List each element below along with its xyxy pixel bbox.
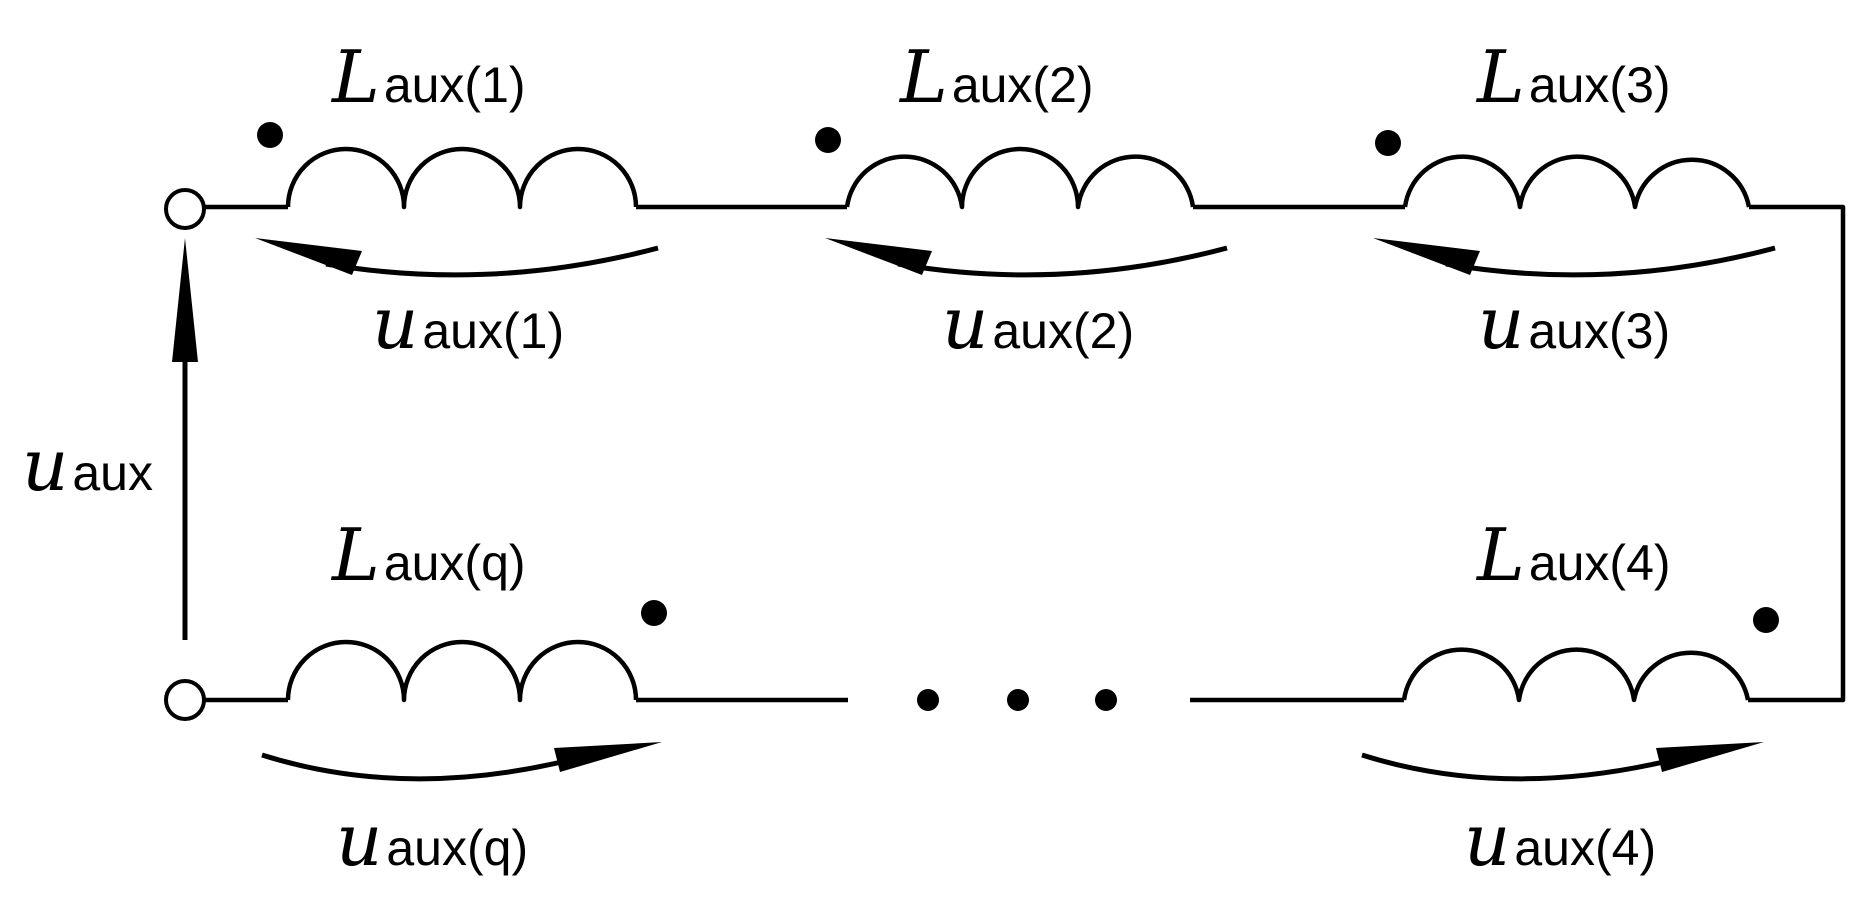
polarity-dot-3 (1375, 130, 1401, 156)
inductor-label-4: Laux(4) (1475, 513, 1671, 597)
inductor-coil-4 (1401, 647, 1751, 703)
polarity-dot-q (641, 600, 667, 626)
polarity-dot-2 (815, 127, 841, 153)
voltage-label-2: uaux(2) (942, 281, 1134, 365)
voltage-arrow-head-1 (255, 238, 362, 275)
voltage-arrow-4 (1361, 752, 1673, 782)
voltage-arrow-1 (325, 245, 659, 278)
total-voltage-label: uaux (22, 423, 153, 507)
voltage-arrow-head-2 (825, 238, 932, 275)
voltage-label-q: uaux(q) (336, 798, 528, 882)
voltage-arrow-3 (1445, 245, 1776, 278)
terminal-top (164, 188, 206, 230)
ellipsis-dot (1007, 689, 1029, 711)
inductor-coil-2 (844, 146, 1196, 210)
polarity-dot-1 (257, 122, 283, 148)
voltage-label-1: uaux(1) (372, 281, 564, 365)
total-voltage-arrow-head (172, 238, 198, 362)
voltage-label-4: uaux(4) (1464, 798, 1656, 882)
right-return-wire (1748, 204, 1846, 703)
wires (205, 204, 1846, 703)
inductor-label-3: Laux(3) (1475, 35, 1671, 119)
voltage-arrow-2 (897, 245, 1228, 278)
voltage-label-3: uaux(3) (1478, 281, 1670, 365)
inductor-coil-3 (1402, 154, 1752, 210)
polarity-dot-4 (1753, 607, 1779, 633)
inductor-coil-q (285, 639, 639, 703)
inductor-label-1: Laux(1) (330, 35, 526, 119)
voltage-arrow-head-q (554, 742, 662, 772)
inductor-label-2: Laux(2) (898, 35, 1094, 119)
ellipsis-dot (917, 689, 939, 711)
voltage-arrow-q (261, 752, 571, 782)
ellipsis (917, 689, 1117, 711)
ellipsis-dot (1095, 689, 1117, 711)
voltage-arrow-head-4 (1656, 742, 1764, 772)
inductor-coil-1 (285, 146, 639, 210)
terminal-bottom (164, 679, 206, 721)
inductor-label-q: Laux(q) (330, 513, 526, 597)
voltage-arrow-head-3 (1373, 238, 1480, 275)
